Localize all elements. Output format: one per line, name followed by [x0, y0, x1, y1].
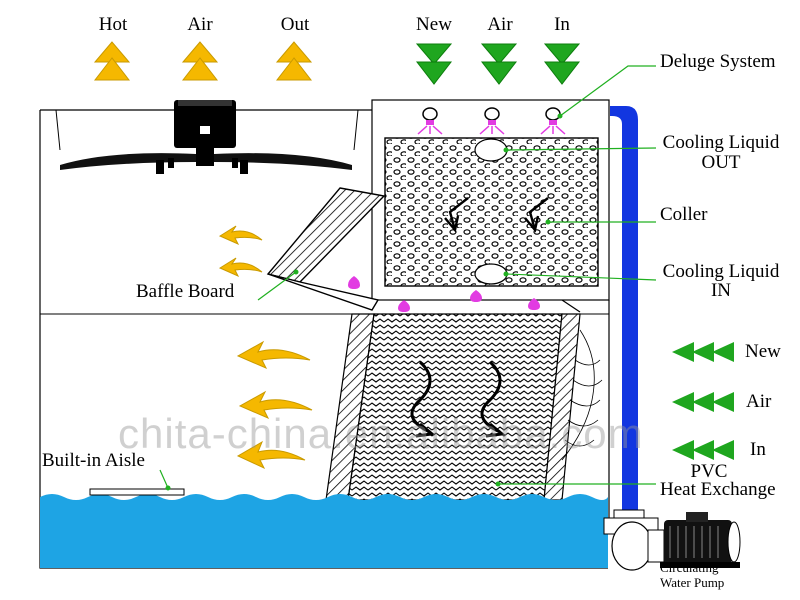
- watermark: chita-china.en.alibaba.com: [118, 410, 644, 457]
- new-air-arrow: [543, 43, 581, 85]
- leader-dot: [545, 219, 551, 225]
- label-hot: Hot: [98, 14, 128, 35]
- hot-air-arrow: [93, 41, 131, 81]
- label-cooling-liquid-out: Cooling Liquid: [662, 132, 780, 153]
- leader-dot: [503, 271, 509, 277]
- leader-lines: [159, 65, 657, 489]
- cooler-coil: [384, 137, 599, 287]
- leader-dot: [495, 481, 501, 487]
- label-pump-2: Water Pump: [660, 575, 725, 590]
- fan-motor-icon: [60, 100, 352, 174]
- label-built-in-aisle: Built-in Aisle: [42, 450, 145, 471]
- label-deluge-system: Deluge System: [660, 51, 776, 72]
- label-heat-exchange: Heat Exchange: [660, 479, 776, 500]
- hot-air-arrow: [181, 41, 219, 81]
- leader-dot: [503, 147, 509, 153]
- spray-nozzle-icon: [417, 107, 566, 135]
- pump-icon: [611, 512, 741, 571]
- pvc-fill: [325, 313, 603, 501]
- new-air-arrow: [415, 43, 453, 85]
- label-out: Out: [280, 14, 310, 35]
- label-cooling-liquid-in-2: IN: [710, 280, 732, 301]
- label-new-top: New: [416, 14, 452, 35]
- hot-air-arrow: [275, 41, 313, 81]
- hot-air-out-arrows: [93, 41, 313, 81]
- label-cooling-liquid-in: Cooling Liquid: [662, 261, 780, 282]
- label-baffle-board: Baffle Board: [136, 281, 235, 302]
- label-pump-1: Circulating: [660, 560, 719, 575]
- water-drops: [348, 276, 540, 312]
- label-in-side: In: [750, 439, 766, 460]
- circulating-pipe: [603, 106, 659, 535]
- water-basin: [40, 488, 608, 568]
- new-air-in-arrows: [415, 43, 581, 85]
- label-new-side: New: [745, 341, 781, 362]
- warm-air-arrows: [218, 225, 313, 470]
- label-air-top-left: Air: [187, 14, 213, 35]
- label-pvc: PVC: [690, 461, 728, 482]
- leader-dot: [557, 113, 563, 119]
- label-cooling-liquid-out-2: OUT: [701, 152, 741, 173]
- label-air-side: Air: [746, 391, 772, 412]
- baffle-board: [266, 187, 581, 313]
- new-air-arrow: [480, 43, 518, 85]
- label-air-top-right: Air: [487, 14, 513, 35]
- leader-dot: [293, 269, 299, 275]
- label-coller: Coller: [660, 204, 708, 225]
- side-new-air-arrows: [672, 342, 734, 460]
- leader-dot: [165, 485, 171, 491]
- label-in-top: In: [554, 14, 570, 35]
